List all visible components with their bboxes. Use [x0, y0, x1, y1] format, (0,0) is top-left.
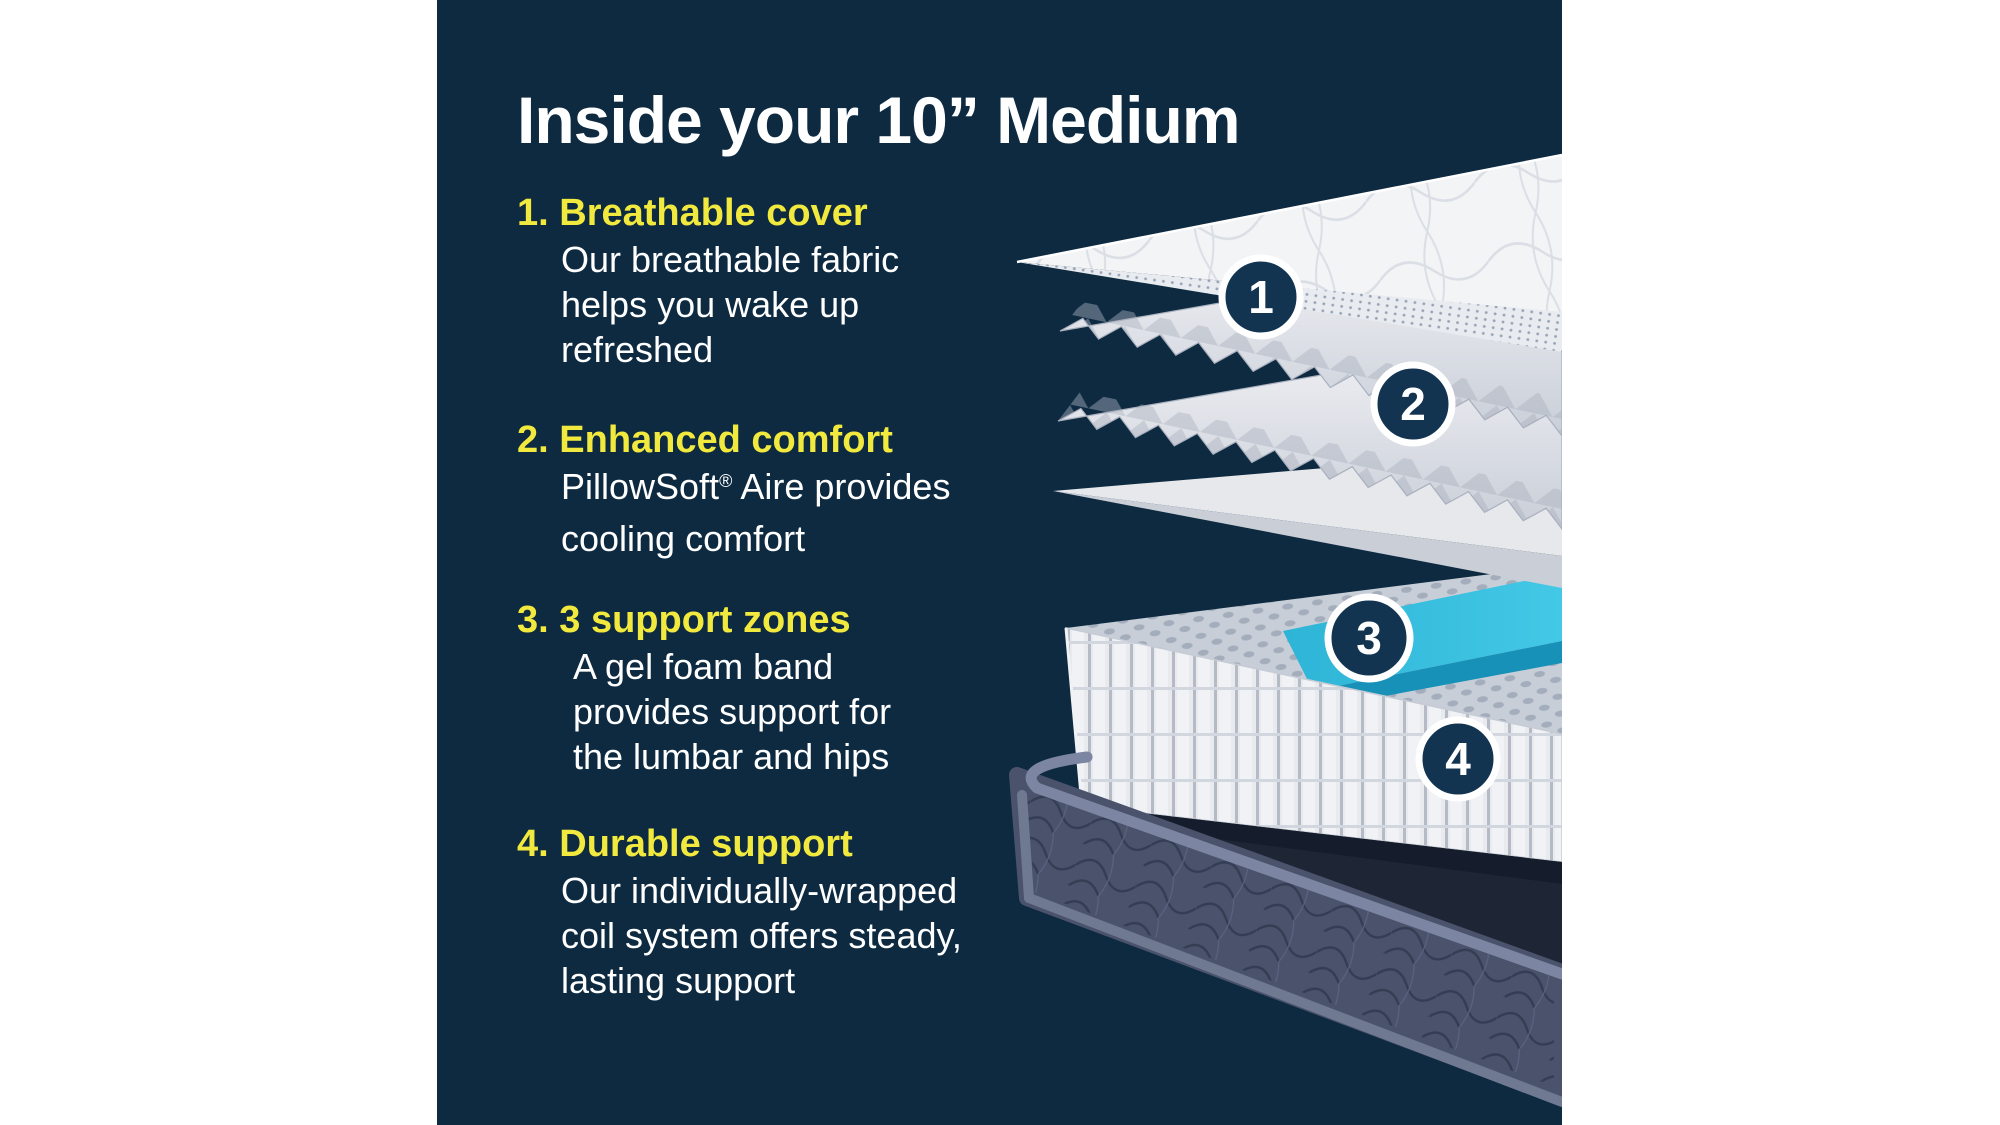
marker-4: 4: [1415, 716, 1501, 802]
marker-1: 1: [1218, 254, 1304, 340]
marker-3: 3: [1324, 593, 1414, 683]
base-rim-piping: [1025, 751, 1562, 980]
wrapped-coil-layer: [1064, 565, 1562, 863]
marker-3-label: 3: [1356, 612, 1382, 664]
marker-2: 2: [1370, 361, 1456, 447]
base-bottom-piping: [1017, 790, 1562, 1107]
foundation-base: [1009, 751, 1562, 1107]
navy-panel: 1 2 3 4 Inside your 10” Medium 1. Breath…: [437, 0, 1562, 1125]
mattress-exploded-diagram: 1 2 3 4: [1009, 153, 1562, 1107]
marker-4-label: 4: [1445, 733, 1471, 785]
marker-2-label: 2: [1400, 378, 1426, 430]
cover-top-surface: [1017, 155, 1562, 312]
coil-edge-highlight: [1064, 627, 1084, 807]
marker-1-label: 1: [1248, 271, 1274, 323]
cover-edge-highlight: [1016, 153, 1562, 264]
base-deck-shadow: [1082, 806, 1562, 884]
